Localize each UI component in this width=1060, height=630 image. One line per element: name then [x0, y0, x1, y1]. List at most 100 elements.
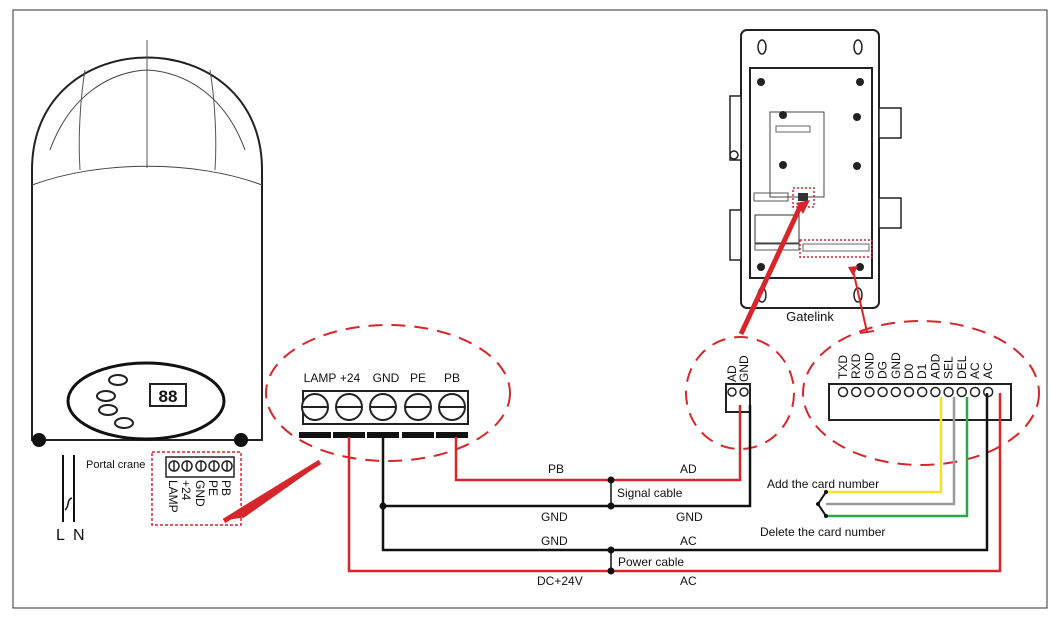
screw-7 [757, 263, 765, 271]
gatelink-screw-10 [969, 386, 981, 398]
gatelink-screw-6 [916, 386, 928, 398]
wire-break-icon [64, 497, 73, 511]
panel-button-3[interactable] [98, 404, 118, 416]
signal-node-top [607, 476, 615, 484]
gatelink-screw-8 [943, 386, 954, 398]
switch-pivot [816, 502, 820, 506]
crane-terminal-highlight [151, 451, 242, 526]
gatelink-terminal-label-10: AC [968, 362, 982, 379]
crane-terminal-label-1: PE [206, 480, 220, 496]
wire-gnd-power [381, 393, 989, 552]
label-delete-card: Delete the card number [760, 525, 885, 539]
crane-groove-right [209, 69, 217, 171]
main-terminal-plate-3 [402, 432, 434, 438]
pcb-header-top [775, 125, 811, 133]
gatelink-terminal-dashed-oval [802, 320, 1040, 466]
screw-3 [779, 111, 787, 119]
ad-connector-label-ad: AD [725, 365, 739, 382]
gatelink-title: Gatelink [786, 309, 834, 324]
gatelink-screw-5 [903, 386, 915, 398]
ad-pin-ad [727, 387, 737, 397]
main-terminal-dashed-oval [265, 324, 511, 462]
label-ad: AD [680, 462, 697, 476]
gatelink-terminal-label-4: GND [889, 352, 903, 379]
switch-contact-delete [824, 514, 828, 518]
wire-add-yellow [826, 397, 943, 494]
side-clip-left [729, 95, 742, 161]
portal-crane-title: Portal crane [86, 459, 145, 471]
mount-hole-tr [853, 39, 863, 55]
pointer-line-terminal [852, 269, 868, 333]
mount-hole-tl [757, 39, 767, 55]
panel-button-1[interactable] [108, 374, 128, 386]
display-readout: 88 [159, 387, 178, 406]
gatelink-terminal-label-11: AC [981, 362, 995, 379]
gatelink-device: Gatelink [729, 29, 902, 336]
label-ac-lower: AC [680, 574, 697, 588]
screw-6 [853, 162, 861, 170]
pointer-arrow-ad [738, 205, 803, 336]
ad-connector-label-gnd: GND [737, 355, 751, 382]
label-gnd-right: GND [676, 510, 703, 524]
panel-button-4[interactable] [114, 417, 134, 429]
gatelink-terminal-label-2: GND [862, 352, 876, 379]
label-l: L [56, 527, 65, 544]
pointer-line-terminal-head [848, 266, 858, 276]
label-dc24v: DC+24V [537, 574, 583, 588]
panel-button-2[interactable] [96, 390, 116, 402]
relay-header [754, 243, 800, 251]
gatelink-terminal-label-0: TXD [836, 355, 850, 379]
crane-terminal-label-4: LAMP [166, 480, 180, 513]
ad-pin-gnd [739, 387, 749, 397]
screw-1 [757, 78, 765, 86]
power-node-top [607, 546, 615, 554]
gatelink-terminal-label-3: DG [876, 361, 890, 379]
pointer-arrow-shaft [222, 459, 322, 524]
gatelink-terminal-screws [837, 386, 994, 398]
crane-groove-left [78, 69, 86, 171]
label-ac-upper: AC [680, 534, 697, 548]
switch-delete [817, 503, 827, 517]
label-gnd-power: GND [541, 534, 568, 548]
crane-terminal-label-3: +24 [179, 480, 193, 501]
signal-node-bottom [607, 502, 615, 510]
label-gnd-left: GND [541, 510, 568, 524]
main-terminal-plate-2 [367, 432, 399, 438]
main-terminal-screws [299, 393, 468, 438]
gatelink-screw-3 [877, 386, 888, 398]
screw-2 [856, 78, 864, 86]
gatelink-terminal-label-5: D0 [902, 363, 916, 379]
label-signal-cable: Signal cable [617, 486, 683, 500]
wire-labels: PB AD Signal cable GND GND GND AC Power … [537, 462, 885, 588]
gatelink-screw-2 [864, 386, 875, 398]
main-terminal-label-4: PB [444, 371, 460, 385]
pcb-header-bottom [753, 192, 789, 202]
main-terminal-plate-1 [333, 432, 365, 438]
switch-contact-add [824, 490, 828, 494]
gatelink-screw-4 [890, 386, 902, 398]
wiring [347, 393, 1002, 575]
screw-5 [779, 161, 787, 169]
crane-terminal-label-0: PB [219, 480, 233, 496]
switch-add [817, 491, 827, 505]
main-terminal-plate-4 [436, 432, 468, 438]
gatelink-terminal-label-1: RXD [849, 353, 863, 379]
crane-body [31, 56, 263, 441]
gatelink-terminal-label-7: ADD [928, 353, 942, 379]
ad-connector-dashed-oval [685, 336, 795, 450]
side-clip-right-2 [878, 197, 902, 229]
label-power-cable: Power cable [618, 555, 684, 569]
side-clip-right [878, 107, 902, 139]
gatelink-terminal-label-9: DEL [955, 355, 969, 379]
crane-terminal-block [165, 456, 235, 478]
main-terminal-label-0: LAMP [304, 371, 337, 385]
crane-foot-left [32, 433, 46, 447]
main-terminal-plate-0 [299, 432, 331, 438]
crane-terminal-screws [168, 460, 233, 472]
main-terminal-label-1: +24 [340, 371, 361, 385]
